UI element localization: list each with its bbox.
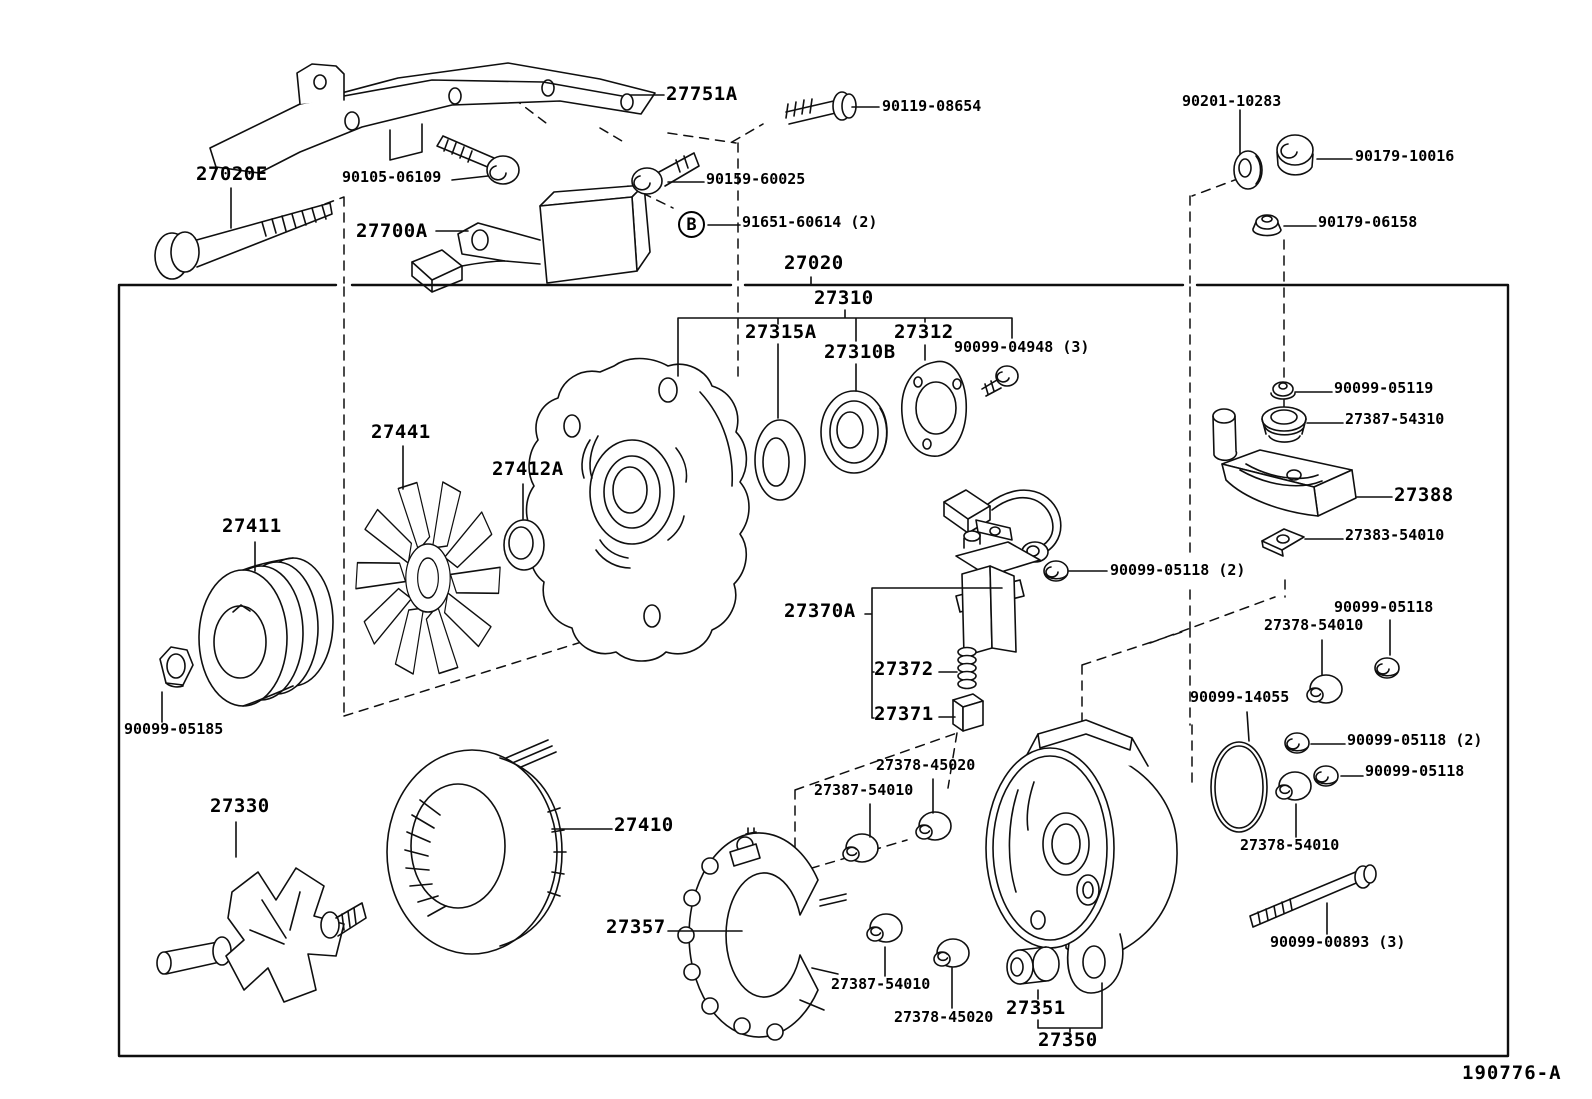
- part-label-27330: 27330: [210, 795, 270, 817]
- part-label-90099-05118-lower: 90099-05118: [1365, 762, 1465, 780]
- bracket-27388-drawing: [1212, 408, 1357, 517]
- part-label-27310: 27310: [814, 287, 874, 309]
- rectifier-27357-drawing: [677, 827, 847, 1041]
- bolt-27020e-drawing: [154, 202, 333, 280]
- brush-holder-27370a-drawing: [943, 489, 1062, 657]
- part-label-27412a: 27412A: [492, 458, 564, 480]
- part-label-90099-05118-mid: 90099-05118 (2): [1347, 731, 1483, 749]
- spring-27372-drawing: [957, 646, 977, 690]
- part-label-90099-14055: 90099-14055: [1190, 688, 1290, 706]
- washer-90201-10283-drawing: [1233, 150, 1263, 190]
- part-label-27387-54310: 27387-54310: [1345, 410, 1445, 428]
- leader-lines: [161, 94, 1393, 1033]
- retainer-27312-drawing: [901, 360, 968, 457]
- part-label-27383-54010: 27383-54010: [1345, 526, 1445, 544]
- grommet-27387-54310-drawing: [1261, 406, 1307, 443]
- fan-27441-drawing: [349, 473, 507, 683]
- part-label-90159-60025: 90159-60025: [706, 170, 806, 188]
- part-label-27357: 27357: [606, 916, 666, 938]
- part-label-27020: 27020: [784, 252, 844, 274]
- bolt-90099-04948-drawing: [981, 365, 1019, 397]
- regulator-27700a-drawing: [411, 184, 651, 293]
- part-label-27378-45020-bottom: 27378-45020: [894, 1008, 994, 1026]
- part-label-27411: 27411: [222, 515, 282, 537]
- assembly-dashed-lines: [324, 97, 1286, 874]
- b-callout: B: [678, 211, 705, 238]
- part-label-90099-05118-brush: 90099-05118 (2): [1110, 561, 1246, 579]
- part-label-27700a: 27700A: [356, 220, 428, 242]
- part-label-27315a: 27315A: [745, 321, 817, 343]
- part-label-27370a: 27370A: [784, 600, 856, 622]
- rotor-27330-drawing: [156, 867, 367, 1003]
- plate-27383-54010-drawing: [1261, 528, 1305, 557]
- part-label-27378-54010-lower: 27378-54010: [1240, 836, 1340, 854]
- part-label-91651-60614: 91651-60614 (2): [742, 213, 878, 231]
- part-label-27751a: 27751A: [666, 83, 738, 105]
- nut-90179-06158-drawing: [1252, 214, 1282, 237]
- part-label-27387-54010-top: 27387-54010: [814, 781, 914, 799]
- collar-27412a-drawing: [503, 519, 545, 571]
- part-label-90201-10283: 90201-10283: [1182, 92, 1282, 110]
- part-label-27310b: 27310B: [824, 341, 896, 363]
- nut-90099-05119-drawing: [1270, 381, 1296, 400]
- bolt-90099-00893-drawing: [1249, 864, 1377, 928]
- brush-27371-drawing: [952, 693, 984, 732]
- o-ring-90099-14055-drawing: [1210, 741, 1268, 833]
- part-label-90099-05185: 90099-05185: [124, 720, 224, 738]
- part-label-27020e: 27020E: [196, 163, 268, 185]
- part-label-90099-00893: 90099-00893 (3): [1270, 933, 1406, 951]
- part-label-27351: 27351: [1006, 997, 1066, 1019]
- part-label-90119-08654: 90119-08654: [882, 97, 982, 115]
- bolt-90159-60025-drawing: [631, 152, 700, 195]
- part-label-27441: 27441: [371, 421, 431, 443]
- nut-90179-10016-drawing: [1276, 134, 1314, 176]
- part-label-27378-54010-upper: 27378-54010: [1264, 616, 1364, 634]
- rear-end-frame-27350-drawing: [985, 719, 1178, 994]
- bracket-27751a-drawing: [209, 62, 656, 174]
- part-label-90099-05118-upper: 90099-05118: [1334, 598, 1434, 616]
- stator-27410-drawing: [386, 739, 567, 955]
- part-label-90179-06158: 90179-06158: [1318, 213, 1418, 231]
- washer-27315a-drawing: [754, 419, 806, 501]
- part-label-27410: 27410: [614, 814, 674, 836]
- sleeve-27351-drawing: [1006, 946, 1060, 985]
- part-label-27387-54010-bottom: 27387-54010: [831, 975, 931, 993]
- part-label-27371: 27371: [874, 703, 934, 725]
- part-label-27372: 27372: [874, 658, 934, 680]
- part-label-90105-06109: 90105-06109: [342, 168, 442, 186]
- drawing-number: 190776-A: [1462, 1062, 1562, 1084]
- diagram-border: [117, 283, 1510, 1058]
- bolt-90105-06109-drawing: [436, 135, 520, 185]
- part-label-90099-04948: 90099-04948 (3): [954, 338, 1090, 356]
- bolt-90119-08654-drawing: [785, 91, 857, 125]
- nut-90099-05185-drawing: [159, 646, 194, 688]
- part-label-27350: 27350: [1038, 1029, 1098, 1051]
- part-label-27388: 27388: [1394, 484, 1454, 506]
- part-label-90099-05119: 90099-05119: [1334, 379, 1434, 397]
- part-label-27378-45020-top: 27378-45020: [876, 756, 976, 774]
- bearing-27310b-drawing: [820, 390, 888, 474]
- pulley-27411-drawing: [198, 557, 334, 707]
- part-label-90179-10016: 90179-10016: [1355, 147, 1455, 165]
- drive-end-frame-drawing: [525, 357, 750, 662]
- part-label-27312: 27312: [894, 321, 954, 343]
